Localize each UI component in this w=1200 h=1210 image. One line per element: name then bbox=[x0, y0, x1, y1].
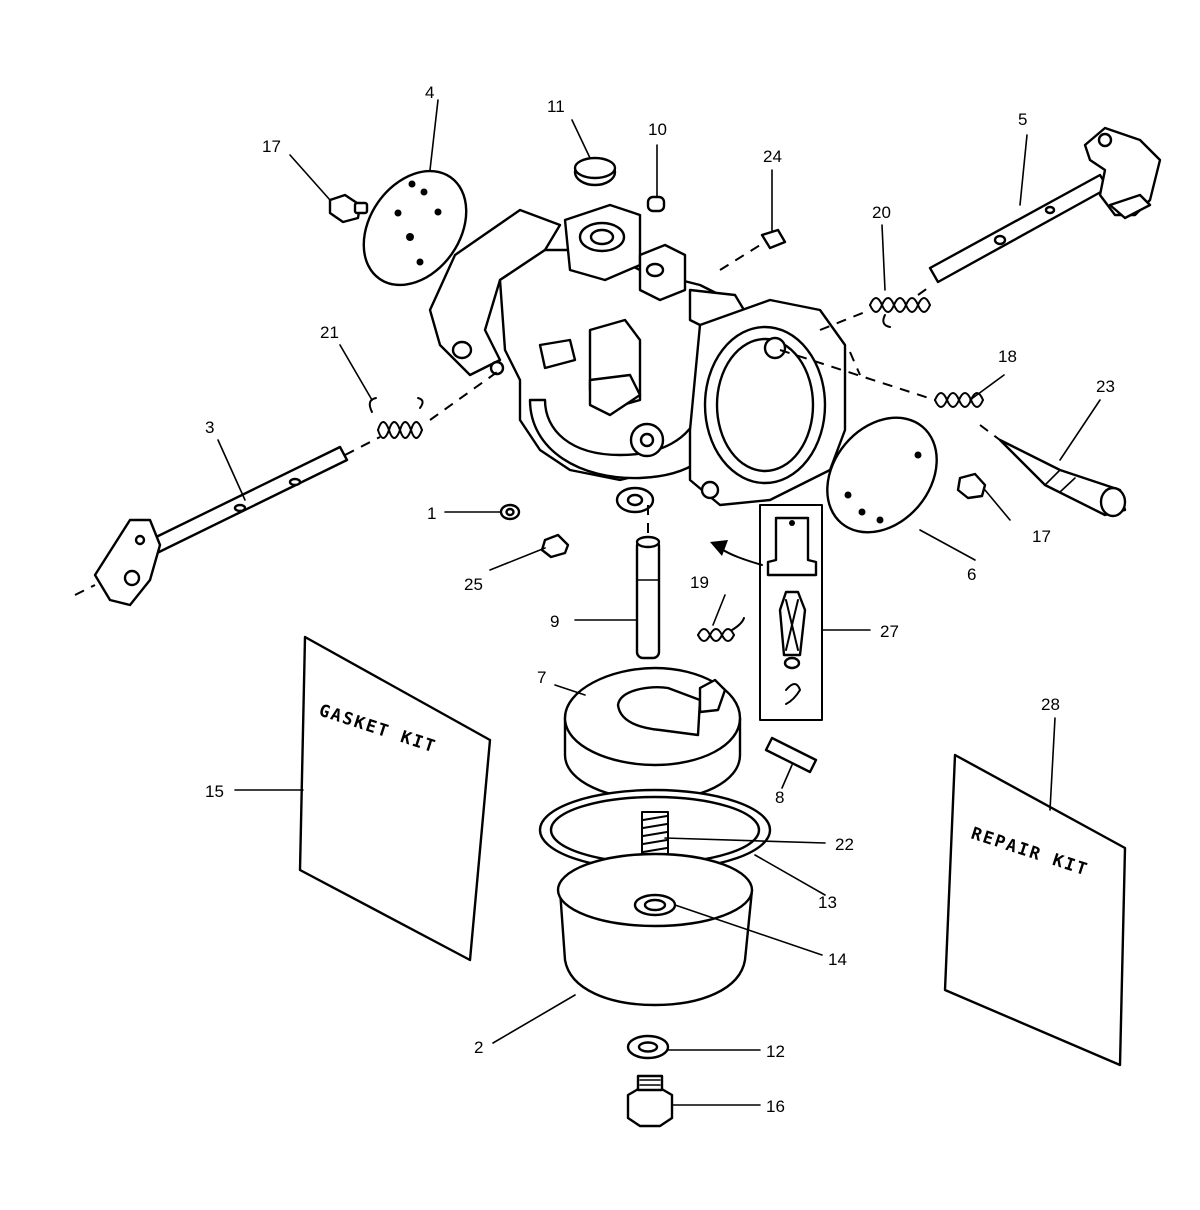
label-part-1: 1 bbox=[427, 504, 436, 523]
label-part-5: 5 bbox=[1018, 110, 1027, 129]
idle-mixture-spring bbox=[934, 392, 984, 408]
assembly-guide-lines bbox=[74, 241, 1001, 596]
float-pin bbox=[764, 736, 818, 774]
label-part-13: 13 bbox=[818, 893, 837, 912]
bowl-screw bbox=[540, 533, 570, 559]
label-part-21: 21 bbox=[320, 323, 339, 342]
label-part-12: 12 bbox=[766, 1042, 785, 1061]
idle-screw bbox=[760, 228, 787, 250]
label-part-11: 11 bbox=[547, 97, 565, 116]
leader-lines bbox=[217, 99, 1101, 1106]
inlet-needle-seat bbox=[759, 504, 823, 721]
label-part-15: 15 bbox=[205, 782, 224, 801]
label-part-6: 6 bbox=[967, 565, 976, 584]
label-part-20: 20 bbox=[872, 203, 891, 222]
float-spring bbox=[697, 617, 745, 642]
label-part-17-top: 17 bbox=[262, 137, 281, 156]
float-bowl bbox=[556, 852, 754, 1007]
label-part-28: 28 bbox=[1041, 695, 1060, 714]
label-part-22: 22 bbox=[835, 835, 854, 854]
choke-spring bbox=[368, 397, 424, 439]
choke-plate-screw bbox=[328, 193, 369, 224]
repair-kit-card: REPAIR KIT bbox=[943, 753, 1127, 1067]
idle-mixture-needle bbox=[998, 438, 1127, 518]
bowl-washer bbox=[626, 1034, 670, 1060]
label-part-9: 9 bbox=[550, 612, 559, 631]
label-part-27: 27 bbox=[880, 622, 899, 641]
label-part-2: 2 bbox=[474, 1038, 483, 1057]
choke-plate bbox=[362, 169, 468, 287]
throttle-plate bbox=[826, 416, 938, 534]
welch-plug bbox=[573, 156, 617, 187]
label-part-19: 19 bbox=[690, 573, 709, 592]
throttle-spring bbox=[869, 297, 931, 328]
label-part-18: 18 bbox=[998, 347, 1017, 366]
gasket-kit-card: GASKET KIT bbox=[298, 635, 492, 962]
label-part-23: 23 bbox=[1096, 377, 1115, 396]
bowl-gasket bbox=[538, 788, 772, 872]
bowl-drain-bolt bbox=[626, 1074, 674, 1128]
nozzle-cap bbox=[646, 195, 666, 213]
main-nozzle bbox=[635, 535, 661, 660]
label-part-24: 24 bbox=[763, 147, 782, 166]
part-number-labels: 4 17 11 10 24 5 20 21 3 18 23 1 17 6 25 … bbox=[205, 83, 1115, 1116]
carburetor-body bbox=[428, 203, 847, 514]
label-part-25: 25 bbox=[464, 575, 483, 594]
label-part-7: 7 bbox=[537, 668, 546, 687]
label-part-14: 14 bbox=[828, 950, 847, 969]
shaft-clip bbox=[499, 503, 521, 521]
label-part-4: 4 bbox=[425, 83, 434, 102]
float bbox=[563, 666, 742, 802]
label-part-3: 3 bbox=[205, 418, 214, 437]
label-part-10: 10 bbox=[648, 120, 667, 139]
assembly-arrow bbox=[710, 540, 763, 566]
label-part-8: 8 bbox=[775, 788, 784, 807]
throttle-plate-screw bbox=[956, 472, 987, 500]
choke-shaft bbox=[93, 445, 349, 607]
label-part-17-right: 17 bbox=[1032, 527, 1051, 546]
label-part-16: 16 bbox=[766, 1097, 785, 1116]
throttle-shaft bbox=[928, 126, 1162, 284]
